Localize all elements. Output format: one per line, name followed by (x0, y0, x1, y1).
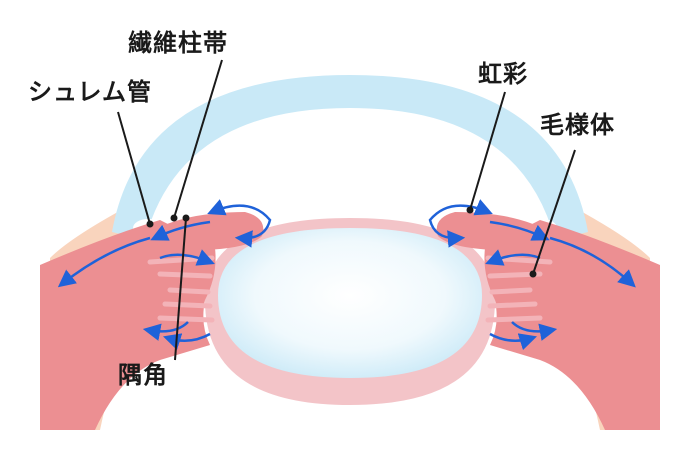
leader-ciliary-body (532, 149, 576, 275)
label-fiber-column: 繊維柱帯 (128, 29, 228, 57)
flow-arrow-angle-left (150, 220, 211, 241)
cornea (112, 75, 588, 240)
leader-angle (174, 217, 187, 361)
leader-schlemm-canal (117, 111, 151, 225)
flow-arrow-iris-loop-right (428, 199, 493, 248)
label-ciliary-body: 毛様体 (540, 111, 615, 139)
flow-arrows-left (57, 199, 272, 351)
label-angle: 隅角 (118, 361, 168, 389)
label-schlemm-canal: シュレム管 (28, 78, 153, 106)
leader-lines (117, 59, 576, 361)
flow-arrow-ciliary-bottom-left (162, 332, 211, 351)
flow-arrow-ciliary-upper-right (485, 249, 541, 266)
flow-arrows-right (428, 199, 636, 351)
flow-arrow-angle-right (489, 220, 550, 241)
leader-iris (469, 91, 506, 211)
flow-arrow-ciliary-bottom-right (489, 332, 538, 351)
leader-dots (146, 206, 537, 278)
lens (218, 228, 482, 378)
ciliary-processes-left (147, 255, 215, 323)
flow-arrow-outflow-right (549, 236, 636, 288)
flow-arrow-iris-loop-left (207, 199, 272, 248)
flow-arrow-ciliary-lower-left (142, 321, 189, 341)
label-iris: 虹彩 (478, 60, 528, 88)
flow-arrow-ciliary-lower-right (511, 321, 558, 341)
leader-fiber-column (173, 59, 223, 219)
flow-arrow-outflow-left (57, 236, 151, 288)
